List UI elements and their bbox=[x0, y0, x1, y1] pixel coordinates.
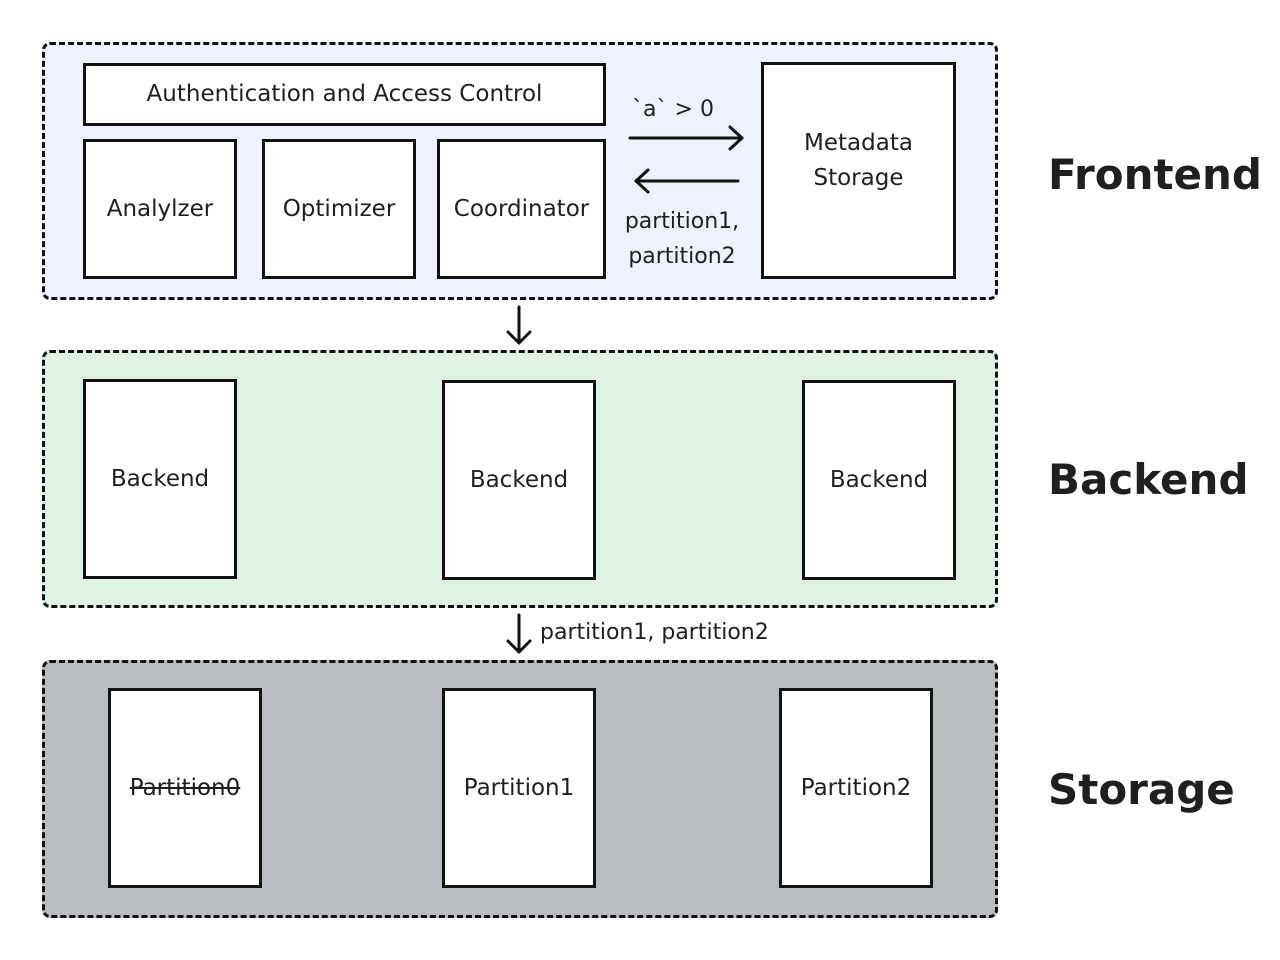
optimizer-box: Optimizer bbox=[262, 139, 416, 279]
coordinator-box: Coordinator bbox=[437, 139, 606, 279]
frontend-layer-label: Frontend bbox=[1048, 150, 1262, 199]
storage-arrow-label: partition1, partition2 bbox=[540, 620, 769, 645]
analyzer-box: Analylzer bbox=[83, 139, 237, 279]
metadata-storage-box: Metadata Storage bbox=[761, 62, 956, 279]
request-predicate-label: `a` > 0 bbox=[632, 97, 714, 122]
backend-node-1: Backend bbox=[83, 379, 237, 579]
partition-1-box: Partition1 bbox=[442, 688, 596, 888]
backend-layer-label: Backend bbox=[1048, 455, 1249, 504]
storage-layer-label: Storage bbox=[1048, 765, 1235, 814]
auth-access-control-box: Authentication and Access Control bbox=[83, 63, 606, 126]
backend-node-3: Backend bbox=[802, 380, 956, 580]
partition-0-box: Partition0 bbox=[108, 688, 262, 888]
frontend-to-backend-arrow bbox=[506, 305, 532, 345]
partition-2-box: Partition2 bbox=[779, 688, 933, 888]
backend-node-2: Backend bbox=[442, 380, 596, 580]
response-partitions-label: partition1, partition2 bbox=[624, 209, 740, 269]
backend-to-storage-arrow bbox=[506, 613, 532, 654]
